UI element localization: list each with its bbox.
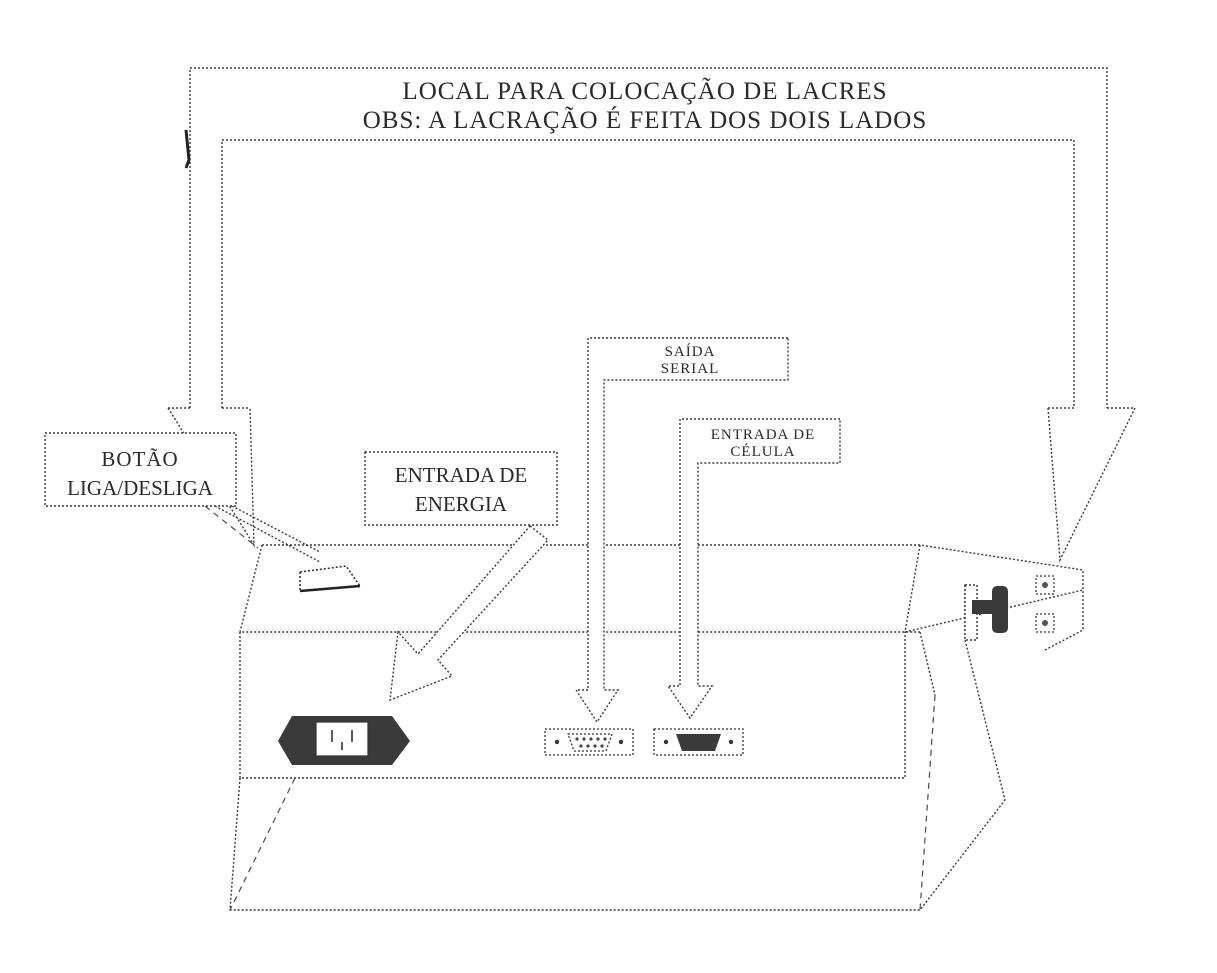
seal-location-arrow xyxy=(167,67,1136,563)
title-line1: LOCAL PARA COLOCAÇÃO DE LACRES xyxy=(402,77,887,105)
power-inlet-connector xyxy=(278,716,410,765)
power-input-label-line2: ENERGIA xyxy=(415,492,508,516)
serial-output-label-line1: SAÍDA xyxy=(665,343,716,360)
cell-input-label-line2: CÉLULA xyxy=(730,443,795,460)
scan-mark xyxy=(184,129,191,169)
power-input-label-line1: ENTRADA DE xyxy=(395,463,527,487)
power-switch xyxy=(299,565,362,593)
power-button-label-line1: BOTÃO xyxy=(101,447,178,471)
title-line2: OBS: A LACRAÇÃO É FEITA DOS DOIS LADOS xyxy=(363,106,928,134)
power-input-arrow xyxy=(389,525,550,702)
serial-connector xyxy=(544,728,634,756)
side-knob xyxy=(964,575,1055,641)
power-button-callout xyxy=(44,432,321,563)
cell-input-arrow xyxy=(666,418,841,720)
serial-output-label-line2: SERIAL xyxy=(661,361,720,377)
power-button-label-line2: LIGA/DESLIGA xyxy=(67,476,214,500)
device-body xyxy=(229,544,1084,911)
cell-connector xyxy=(653,728,744,756)
power-input-callout xyxy=(364,451,558,526)
cell-input-label-line1: ENTRADA DE xyxy=(711,427,816,443)
serial-output-arrow xyxy=(574,337,789,724)
